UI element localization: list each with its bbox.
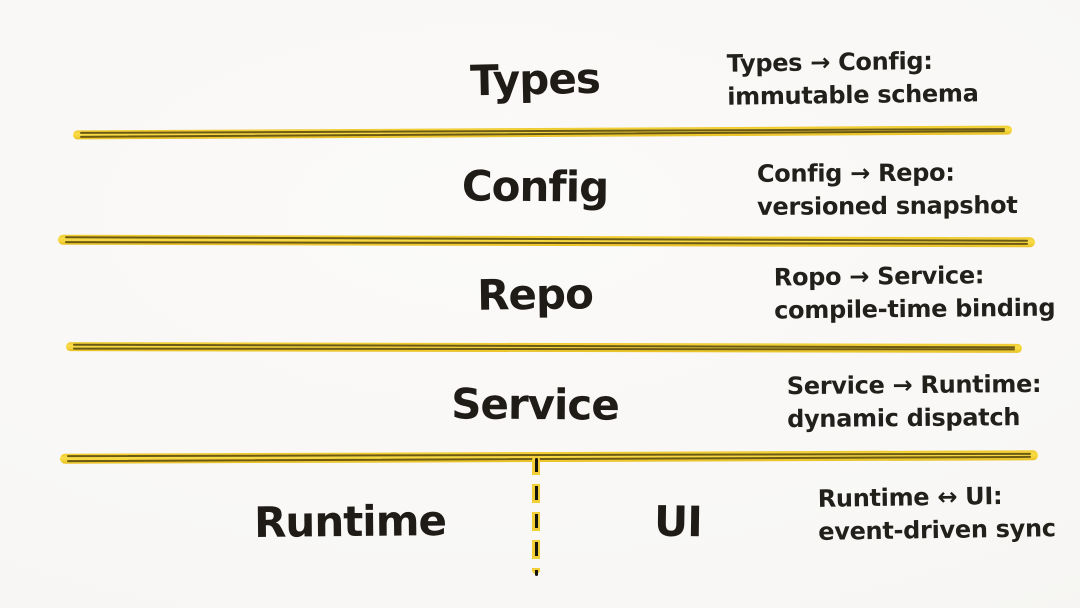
annotation-line: dynamic dispatch: [787, 403, 1021, 434]
annotation-runtime-ui: Runtime ↔ UI: event-driven sync: [817, 479, 1056, 549]
highlighter-divider-1: [72, 125, 1013, 140]
annotation-line: versioned snapshot: [757, 191, 1018, 221]
annotation-line: Config → Repo:: [756, 158, 955, 188]
annotation-line: Runtime ↔ UI:: [817, 481, 1003, 513]
annotation-service-runtime: Service → Runtime: dynamic dispatch: [787, 368, 1042, 436]
highlighter-divider-2: [57, 234, 1036, 248]
layer-label-service: Service: [451, 379, 619, 430]
annotation-line: compile-time binding: [774, 293, 1056, 325]
annotation-repo-service: Ropo → Service: compile-time binding: [774, 259, 1056, 328]
annotation-config-repo: Config → Repo: versioned snapshot: [757, 156, 1018, 224]
annotation-line: Ropo → Service:: [773, 261, 985, 292]
layer-label-config: Config: [461, 161, 609, 212]
layer-label-repo: Repo: [476, 269, 594, 320]
highlighter-divider-3: [65, 342, 1023, 353]
annotation-line: immutable schema: [727, 79, 979, 111]
layer-label-runtime: Runtime: [253, 495, 447, 548]
annotation-line: event-driven sync: [818, 514, 1056, 546]
annotation-line: Types → Config:: [726, 46, 933, 78]
highlighter-divider-4: [59, 450, 1039, 464]
annotation-line: Service → Runtime:: [786, 369, 1042, 401]
annotation-types-config: Types → Config: immutable schema: [727, 44, 979, 114]
layer-label-ui: UI: [653, 496, 703, 547]
runtime-ui-dashed-divider: [532, 456, 540, 576]
layer-label-types: Types: [469, 53, 601, 106]
